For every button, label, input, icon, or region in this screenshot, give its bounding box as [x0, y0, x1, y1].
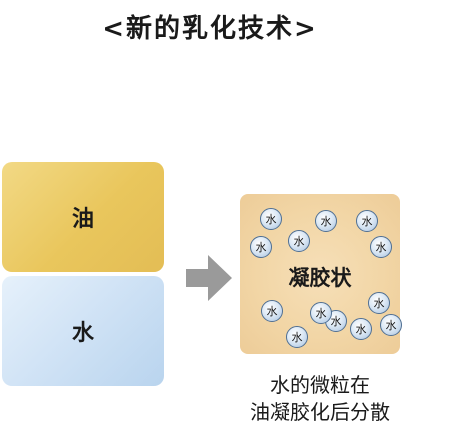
water-droplet: 水 [260, 208, 282, 230]
gel-label: 凝胶状 [288, 266, 352, 290]
gel-box: 凝胶状 水水水水水水水水水水水水水 [240, 194, 402, 354]
water-droplet: 水 [356, 210, 378, 232]
caption: 水的微粒在 油凝胶化后分散 [200, 372, 440, 426]
water-droplet: 水 [250, 236, 272, 258]
caption-line-2: 油凝胶化后分散 [250, 400, 390, 424]
water-droplet: 水 [380, 314, 402, 336]
arrow-right-icon [186, 255, 232, 301]
oil-label: 油 [71, 207, 94, 232]
water-droplet: 水 [288, 230, 310, 252]
water-droplet: 水 [370, 236, 392, 258]
water-droplet: 水 [286, 326, 308, 348]
oil-layer: 油 [2, 162, 164, 272]
caption-line-1: 水的微粒在 [270, 373, 370, 397]
water-droplet: 水 [368, 292, 390, 314]
water-droplet: 水 [261, 300, 283, 322]
water-layer: 水 [2, 276, 164, 386]
water-label: 水 [71, 321, 94, 346]
water-droplet: 水 [310, 302, 332, 324]
water-droplet: 水 [315, 210, 337, 232]
water-droplet: 水 [350, 318, 372, 340]
page-title: <新的乳化技术> [102, 14, 318, 44]
